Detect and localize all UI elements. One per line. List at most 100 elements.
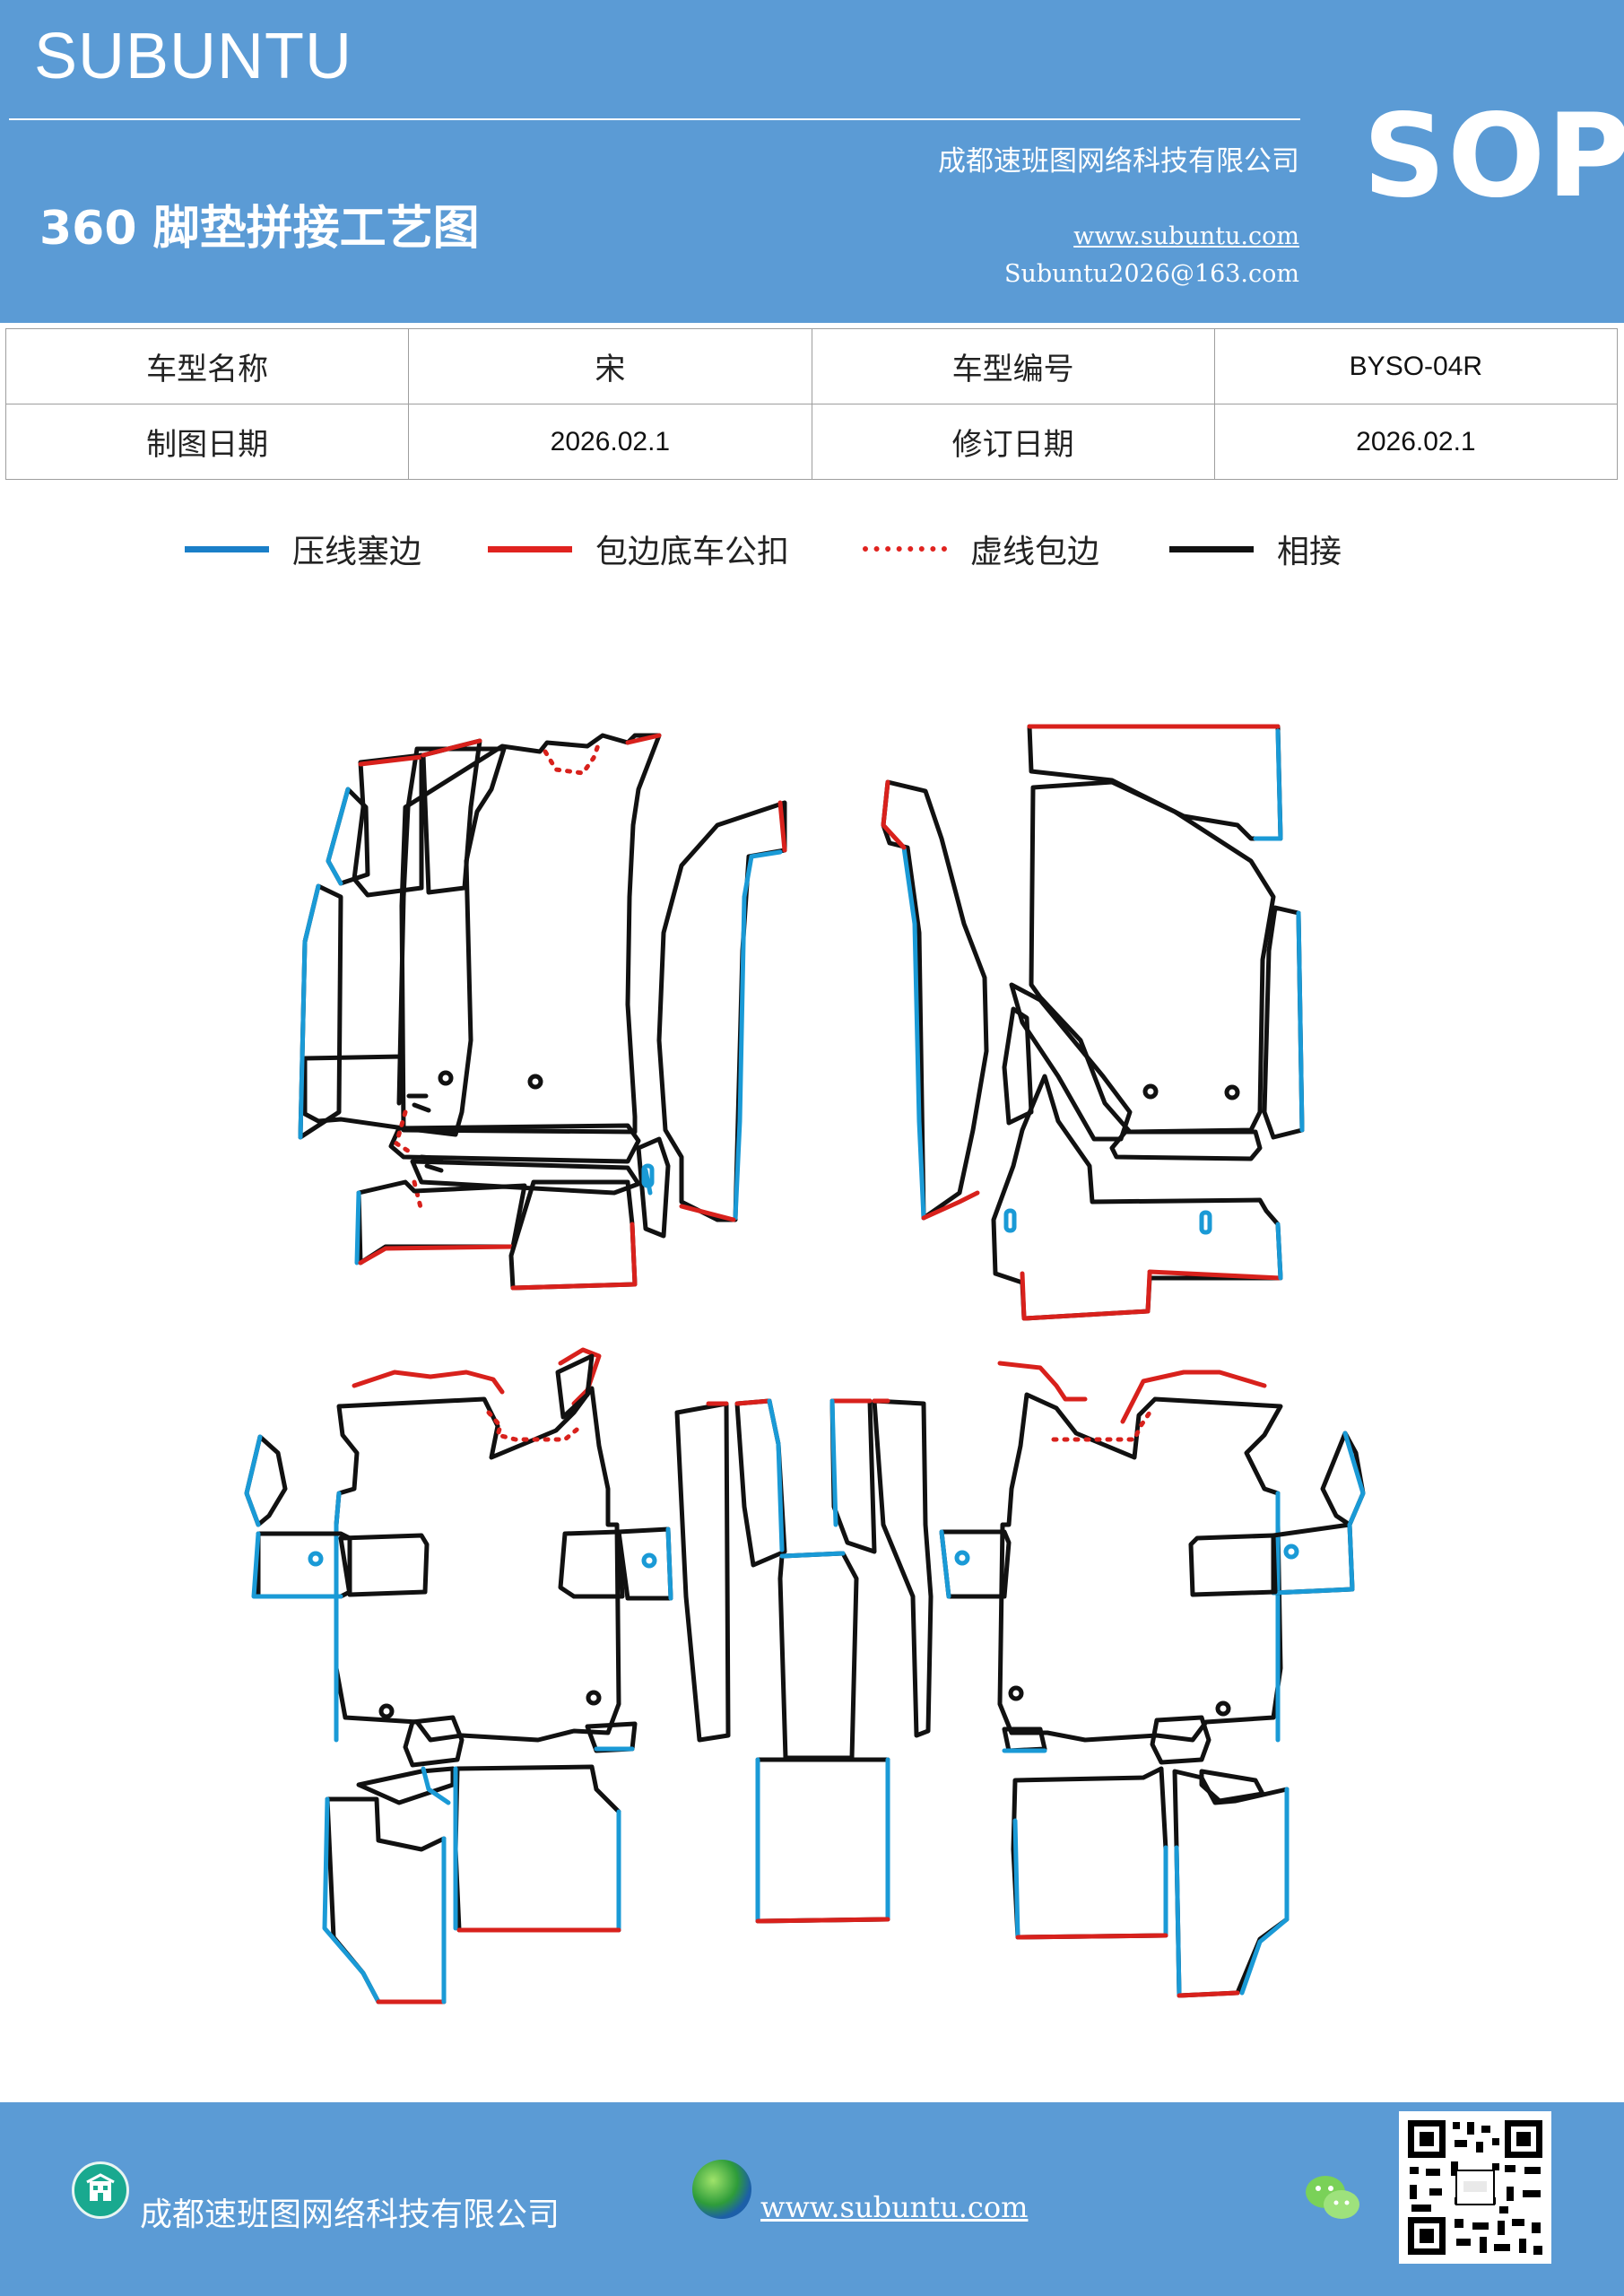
header-divider: [9, 118, 1300, 120]
press-line-edge: [643, 1168, 653, 1196]
dotted-hem-edge: [394, 1109, 413, 1155]
blue-line-swatch: [185, 545, 269, 552]
vehicle-info-table: 车型名称 宋 车型编号 BYSO-04R 制图日期 2026.02.1 修订日期…: [4, 328, 1619, 480]
mat-piece: [406, 1093, 444, 1173]
table-row: 制图日期 2026.02.1 修订日期 2026.02.1: [4, 404, 1619, 480]
mat-hole: [586, 1690, 602, 1706]
hem-edge: [1120, 1370, 1267, 1424]
press-line-edge: [1253, 728, 1283, 841]
legend-label: 相接: [1277, 534, 1342, 570]
mat-hole: [378, 1703, 395, 1719]
building-icon: [72, 2161, 129, 2219]
mat-piece: [356, 1766, 456, 1805]
rear-right-mat-group: [939, 1361, 1366, 1998]
hem-edge: [352, 1370, 505, 1395]
mat-piece: [939, 1529, 1012, 1599]
red-dotted-line-swatch: [863, 546, 947, 552]
hem-edge: [510, 1222, 638, 1291]
header-email[interactable]: Subuntu2026@163.com: [1004, 260, 1299, 288]
mat-piece: [1027, 724, 1283, 841]
footer-website-link[interactable]: www.subuntu.com: [760, 2190, 1029, 2224]
press-line-edge: [1174, 1787, 1290, 1998]
press-line-edge: [901, 845, 926, 1221]
model-name-label: 车型名称: [4, 328, 410, 404]
mat-piece: [1199, 1769, 1265, 1804]
mat-hole: [1008, 1685, 1024, 1701]
mat-piece: [334, 1386, 621, 1743]
press-line-edge: [1271, 1522, 1355, 1596]
dotted-hem-edge: [412, 1179, 424, 1213]
qr-code[interactable]: [1399, 2111, 1551, 2264]
mat-hole: [1215, 1700, 1231, 1717]
revise-date-label: 修订日期: [811, 404, 1215, 480]
mat-piece: [508, 1179, 638, 1291]
mat-piece: [1271, 1522, 1355, 1596]
press-line-edge: [939, 1529, 951, 1599]
mat-piece: [558, 1529, 625, 1599]
mat-piece: [325, 1796, 447, 2005]
mat-piece: [403, 1715, 465, 1768]
document-title: 360 脚垫拼接工艺图: [39, 202, 480, 256]
header-website-link[interactable]: www.subuntu.com: [1073, 222, 1299, 250]
press-line-edge: [665, 1526, 673, 1601]
mat-piece: [1002, 1006, 1034, 1126]
mat-hole: [308, 1551, 324, 1567]
front-left-mat-group: [298, 733, 787, 1291]
floor-mat-diagram: [244, 724, 1366, 2005]
mat-piece: [1188, 1533, 1278, 1597]
mat-piece: [829, 1398, 877, 1554]
header-company-name: 成都速班图网络科技有限公司: [938, 145, 1299, 178]
mat-piece: [997, 1392, 1283, 1743]
press-line-edge: [1012, 1818, 1168, 1940]
mat-piece: [1262, 905, 1305, 1140]
hem-edge: [358, 1244, 516, 1265]
draw-date-value: 2026.02.1: [408, 404, 812, 480]
slot-hole: [641, 1163, 655, 1188]
legend-item-join: 相接: [1169, 522, 1342, 576]
hem-edge: [625, 733, 662, 745]
mat-piece: [338, 1533, 430, 1597]
hem-edge: [755, 1917, 890, 1924]
hem-edge: [358, 754, 424, 767]
legend-item-dotted-hem: 虚线包边: [863, 522, 1099, 576]
hem-edge: [997, 1361, 1088, 1402]
hem-edge: [1147, 1269, 1283, 1281]
slot-hole: [1003, 1208, 1017, 1233]
mat-piece: [872, 1398, 934, 1738]
press-line-edge: [755, 1757, 890, 1924]
mat-piece: [656, 800, 787, 1222]
red-line-swatch: [488, 545, 572, 552]
hem-edge: [1177, 1990, 1240, 1998]
mat-piece: [881, 779, 989, 1221]
mat-piece: [1011, 1766, 1168, 1940]
hem-edge: [421, 738, 482, 758]
footer-company-name: 成都速班图网络科技有限公司: [140, 2196, 560, 2233]
hem-edge: [1020, 1271, 1152, 1321]
legend-item-press-line: 压线塞边: [185, 522, 421, 576]
press-line-edge: [767, 1398, 785, 1552]
draw-date-label: 制图日期: [4, 404, 410, 480]
slot-hole: [1199, 1210, 1212, 1235]
mat-hole: [438, 1070, 454, 1086]
model-code-label: 车型编号: [811, 328, 1215, 404]
press-line-edge: [244, 1434, 263, 1527]
mat-piece: [555, 1353, 595, 1420]
mat-piece: [1109, 1129, 1263, 1161]
wechat-icon[interactable]: [1304, 2172, 1363, 2230]
press-line-edge: [334, 1491, 342, 1743]
footer: 成都速班图网络科技有限公司 www.subuntu.com: [0, 2102, 1624, 2296]
center-mat-group: [674, 1398, 934, 1924]
hem-edge: [881, 779, 907, 850]
hem-edge: [734, 1398, 772, 1406]
mat-hole: [641, 1552, 657, 1569]
legend-label: 虚线包边: [970, 534, 1100, 570]
dotted-hem-edge: [1051, 1410, 1152, 1442]
mat-hole: [1283, 1544, 1299, 1560]
model-name-value: 宋: [408, 328, 812, 404]
mat-piece: [991, 1074, 1283, 1321]
press-line-edge: [829, 1398, 838, 1527]
hem-edge: [777, 800, 787, 853]
hem-edge: [679, 1204, 736, 1222]
mat-piece: [636, 1136, 671, 1239]
front-right-mat-group: [641, 724, 1305, 1321]
